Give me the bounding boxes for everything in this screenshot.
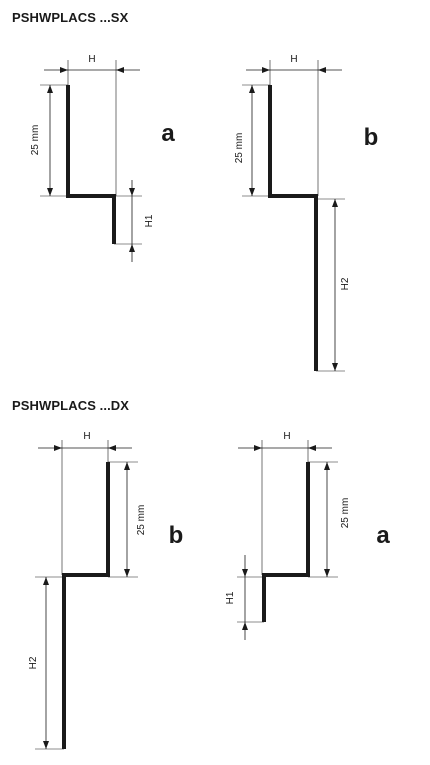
dx-a-h-arrow-left — [254, 445, 262, 451]
sx-b-h-label: H — [290, 54, 297, 65]
dx-variant-a-letter: a — [376, 522, 390, 549]
dx-profile-b: H 25 mm H2 b — [28, 431, 184, 750]
sx-b-h-arrow-left — [262, 67, 270, 73]
dx-a-25-arrow-bottom — [324, 569, 330, 577]
dx-b-h-arrow-right — [108, 445, 116, 451]
dx-a-25-arrow-top — [324, 462, 330, 470]
sx-b-25-arrow-bottom — [249, 188, 255, 196]
sx-b-h2-arrow-bottom — [332, 363, 338, 371]
sx-b-profile-shape — [268, 85, 318, 371]
dx-a-profile-shape — [262, 462, 310, 622]
dx-b-25-arrow-bottom — [124, 569, 130, 577]
sx-a-25-arrow-bottom — [47, 188, 53, 196]
section-title-dx: PSHWPLACS ...DX — [12, 398, 130, 413]
sx-variant-b-letter: b — [364, 124, 379, 151]
dx-a-h1-arrow-bottom — [242, 622, 248, 630]
sx-b-h2-arrow-top — [332, 199, 338, 207]
dx-profile-a: H 25 mm H1 a — [225, 431, 390, 640]
sx-b-h-arrow-right — [318, 67, 326, 73]
dx-a-25-label: 25 mm — [340, 498, 351, 529]
sx-a-h-label: H — [88, 54, 95, 65]
sx-a-25-arrow-top — [47, 85, 53, 93]
sx-a-h-arrow-left — [60, 67, 68, 73]
dx-b-h2-label: H2 — [28, 656, 39, 669]
sx-b-25-label: 25 mm — [234, 133, 245, 164]
sx-a-h1-label: H1 — [144, 214, 155, 227]
sx-profile-a: H 25 mm H1 a — [30, 54, 175, 262]
sx-profile-b: H 25 mm H2 b — [234, 54, 379, 372]
sx-a-h-arrow-right — [116, 67, 124, 73]
dx-b-h2-arrow-bottom — [43, 741, 49, 749]
sx-a-25-label: 25 mm — [30, 125, 41, 156]
sx-a-profile-shape — [66, 85, 116, 244]
sx-b-25-arrow-top — [249, 85, 255, 93]
dx-a-h-arrow-right — [308, 445, 316, 451]
sx-b-h2-label: H2 — [340, 277, 351, 290]
dx-b-h-label: H — [83, 431, 90, 442]
dx-a-h-label: H — [283, 431, 290, 442]
dx-b-h-arrow-left — [54, 445, 62, 451]
section-title-sx: PSHWPLACS ...SX — [12, 10, 129, 25]
sx-variant-a-letter: a — [161, 120, 175, 147]
dx-a-h1-label: H1 — [225, 591, 236, 604]
dx-b-25-arrow-top — [124, 462, 130, 470]
dx-b-25-label: 25 mm — [136, 505, 147, 536]
dx-b-profile-shape — [62, 462, 110, 749]
sx-a-h1-arrow-top — [129, 188, 135, 196]
dx-b-h2-arrow-top — [43, 577, 49, 585]
dx-variant-b-letter: b — [169, 522, 184, 549]
sx-a-h1-arrow-bottom — [129, 244, 135, 252]
dx-a-h1-arrow-top — [242, 569, 248, 577]
